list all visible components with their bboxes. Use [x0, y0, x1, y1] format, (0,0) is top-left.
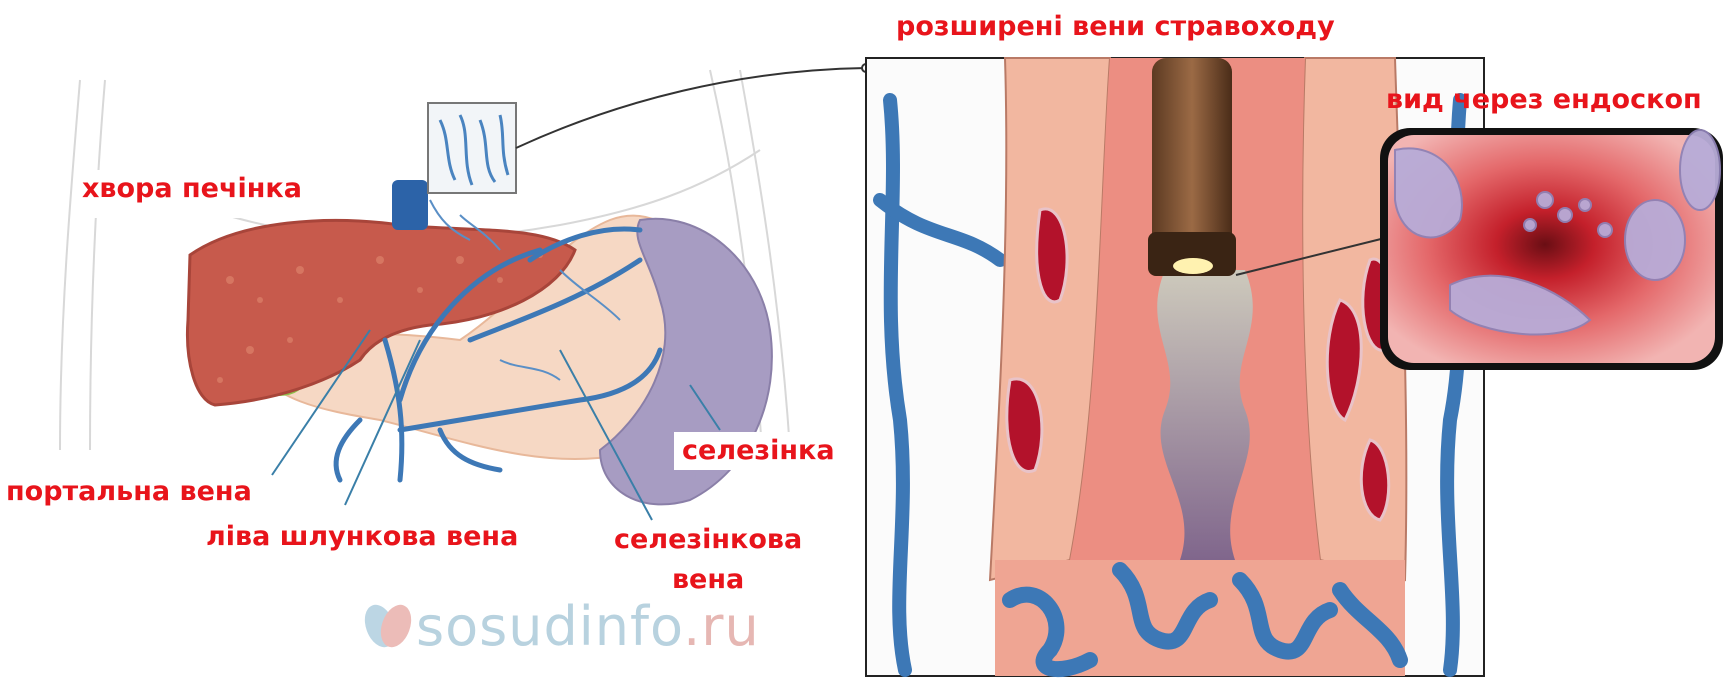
endoscope-light — [1173, 258, 1213, 274]
watermark-logo-icon — [360, 598, 416, 654]
label-esophageal-varices: розширені вени стравоходу — [896, 10, 1335, 44]
label-splenic-vein: селезінкова вена — [614, 520, 802, 600]
label-splenic-vein-line2: вена — [614, 560, 802, 600]
watermark-name: sosudinfo — [416, 595, 683, 658]
connector-line — [516, 68, 866, 148]
label-spleen: селезінка — [674, 432, 843, 470]
label-portal-vein: портальна вена — [6, 475, 252, 509]
endoscope-tube — [1152, 58, 1232, 258]
label-splenic-vein-line1: селезінкова — [614, 520, 802, 560]
watermark-text: sosudinfo.ru — [416, 595, 760, 658]
vena-cava-shape — [392, 180, 428, 230]
label-endoscope-view: вид через ендоскоп — [1386, 83, 1702, 117]
watermark-tld: .ru — [683, 595, 760, 658]
label-diseased-liver: хвора печінка — [74, 170, 320, 218]
label-left-gastric-vein: ліва шлункова вена — [206, 520, 518, 554]
